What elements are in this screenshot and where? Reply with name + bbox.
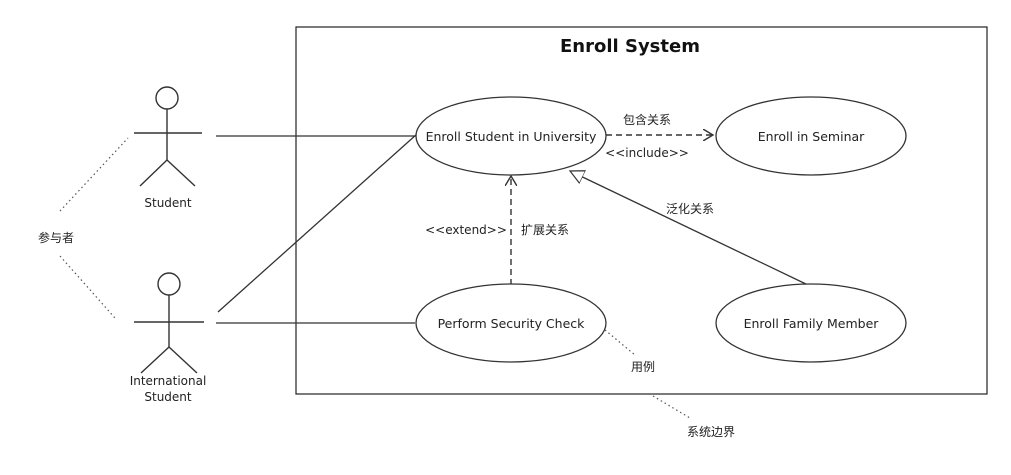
association-international-university — [217, 133, 418, 313]
generalization-arrow — [570, 171, 809, 286]
note-use-case-label: 用例 — [631, 360, 655, 374]
use-case-enroll-university[interactable]: Enroll Student in University — [415, 96, 607, 176]
include-cn-label: 包含关系 — [623, 112, 671, 127]
note-use-case-leader — [604, 329, 636, 356]
actor-student-head — [155, 86, 179, 110]
note-system-boundary-leader — [652, 395, 691, 419]
actor-student-label: Student — [144, 196, 192, 210]
note-actor-label: 参与者 — [38, 230, 74, 245]
use-case-security-check-label: Perform Security Check — [438, 316, 586, 331]
note-actor-leaders — [59, 137, 129, 319]
associations — [216, 133, 418, 324]
actor-student-left-leg — [139, 159, 168, 187]
actor-international-student[interactable] — [134, 272, 204, 374]
note-actor-leader-top — [59, 137, 129, 212]
use-case-enroll-university-label: Enroll Student in University — [426, 129, 597, 144]
actor-student[interactable] — [134, 86, 202, 187]
use-case-enroll-university-shape — [415, 96, 607, 176]
actor-international-head — [157, 272, 181, 296]
generalization-cn-label: 泛化关系 — [666, 202, 714, 216]
system-boundary — [295, 26, 988, 395]
use-case-family-member-label: Enroll Family Member — [744, 316, 880, 331]
extend-cn-label: 扩展关系 — [521, 223, 569, 237]
use-case-security-check[interactable]: Perform Security Check — [415, 283, 607, 363]
include-stereotype-label: <<include>> — [605, 146, 689, 160]
use-case-family-member-shape — [715, 283, 907, 363]
use-case-enroll-seminar-label: Enroll in Seminar — [758, 129, 865, 144]
use-case-security-check-shape — [415, 283, 607, 363]
actor-international-label-line2: Student — [144, 390, 192, 404]
use-case-family-member[interactable]: Enroll Family Member — [715, 283, 907, 363]
use-case-enroll-seminar[interactable]: Enroll in Seminar — [715, 96, 907, 176]
use-case-enroll-seminar-shape — [715, 96, 907, 176]
actor-international-left-leg — [140, 346, 170, 374]
extend-stereotype-label: <<extend>> — [425, 223, 507, 237]
note-actor-leader-bottom — [59, 255, 116, 319]
actor-international-label-line1: International — [130, 374, 207, 388]
note-system-boundary-label: 系统边界 — [687, 425, 735, 439]
actor-student-right-leg — [166, 159, 196, 187]
actor-international-right-leg — [168, 346, 198, 374]
system-title: Enroll System — [560, 36, 700, 57]
